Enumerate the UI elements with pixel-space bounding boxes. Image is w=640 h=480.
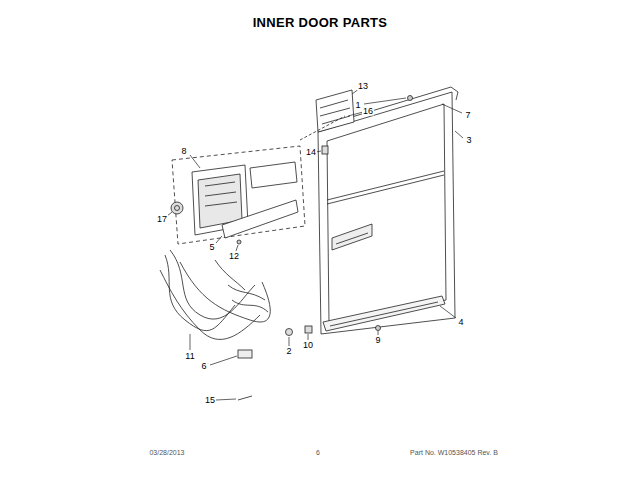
callout-number: 3	[465, 136, 472, 145]
footer-text: 6	[316, 449, 320, 456]
page-title: INNER DOOR PARTS	[253, 16, 388, 29]
callout-number: 15	[204, 396, 216, 405]
callout-number: 6	[200, 362, 207, 371]
leader-lines	[167, 89, 463, 400]
callout-number: 14	[305, 148, 317, 157]
control-console	[171, 146, 305, 244]
callout-number: 16	[362, 107, 374, 116]
control-board	[300, 90, 413, 154]
callout-number: 13	[357, 82, 369, 91]
callout-number: 5	[208, 243, 215, 252]
callout-number: 4	[457, 318, 464, 327]
callout-number: 11	[184, 352, 195, 361]
callout-number: 7	[464, 111, 471, 120]
small-parts	[238, 326, 381, 401]
callout-number: 2	[285, 347, 292, 356]
callout-number: 10	[302, 341, 314, 350]
callout-number: 12	[228, 252, 240, 261]
callout-number: 1	[354, 101, 361, 110]
footer-text: 03/28/2013	[149, 449, 184, 456]
footer-text: Part No. W10538405 Rev. B	[410, 449, 498, 456]
callout-number: 9	[374, 336, 381, 345]
wire-harness	[160, 250, 270, 339]
callout-number: 17	[156, 215, 168, 224]
callout-number: 8	[180, 147, 187, 156]
